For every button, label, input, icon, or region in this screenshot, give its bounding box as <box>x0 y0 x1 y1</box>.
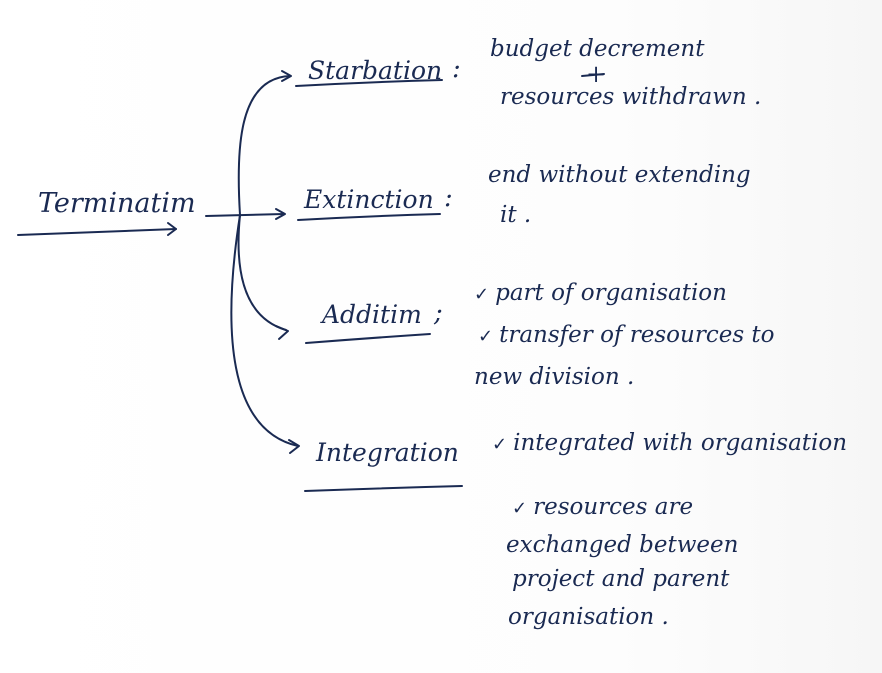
integration-line-3: exchanged between <box>506 532 739 558</box>
branch2-underline <box>297 213 441 221</box>
extinction-line-1: end without extending <box>488 162 751 188</box>
branch1-separator: : <box>452 54 461 84</box>
root-underline <box>17 228 177 236</box>
branch2-arrowhead <box>275 208 286 220</box>
branch1-arrowhead <box>281 70 292 82</box>
starvation-line-2: + <box>586 60 607 88</box>
hub-to-branch2 <box>205 213 285 217</box>
check-mark-icon: ✓ <box>474 284 490 305</box>
integration-line-5: organisation . <box>508 604 669 630</box>
check-mark-icon: ✓ <box>492 434 508 455</box>
branch3-separator: ; <box>434 298 443 328</box>
branch-label-extinction: Extinction <box>304 185 434 214</box>
branch1-underline <box>295 79 443 87</box>
starvation-line-1: budget decrement <box>490 36 705 62</box>
check-mark-icon: ✓ <box>512 498 528 519</box>
integration-line-1-text: integrated with organisation <box>513 430 848 456</box>
integration-line-1: ✓integrated with organisation <box>492 432 847 455</box>
curve-to-branch1 <box>237 75 291 216</box>
branch4-underline <box>304 485 463 492</box>
branch2-separator: : <box>444 183 453 213</box>
integration-line-4: project and parent <box>512 566 730 592</box>
addition-line-1-text: part of organisation <box>495 280 727 306</box>
curve-to-branch3 <box>237 214 287 331</box>
extinction-line-2: it . <box>500 202 532 228</box>
addition-line-2-text: transfer of resources to <box>499 322 775 348</box>
branch-label-integration: Integration <box>316 438 459 467</box>
branch-label-starvation: Starbation <box>308 56 443 85</box>
root-label: Terminatim <box>38 188 196 219</box>
plus-crossbar <box>581 73 605 77</box>
branch-label-addition: Additim <box>322 300 422 329</box>
branch3-underline <box>305 333 431 344</box>
starvation-line-3: resources withdrawn . <box>500 84 762 110</box>
curve-to-branch4 <box>230 214 299 447</box>
addition-line-2: ✓transfer of resources to <box>478 324 775 347</box>
integration-line-2-text: resources are <box>533 494 694 520</box>
check-mark-icon: ✓ <box>478 326 494 347</box>
integration-line-2: ✓resources are <box>512 496 693 519</box>
addition-line-1: ✓part of organisation <box>474 282 727 305</box>
root-arrowhead <box>167 222 177 236</box>
branch4-arrowhead <box>288 439 300 454</box>
addition-line-3: new division . <box>474 364 635 390</box>
branch3-arrowhead <box>275 325 289 340</box>
